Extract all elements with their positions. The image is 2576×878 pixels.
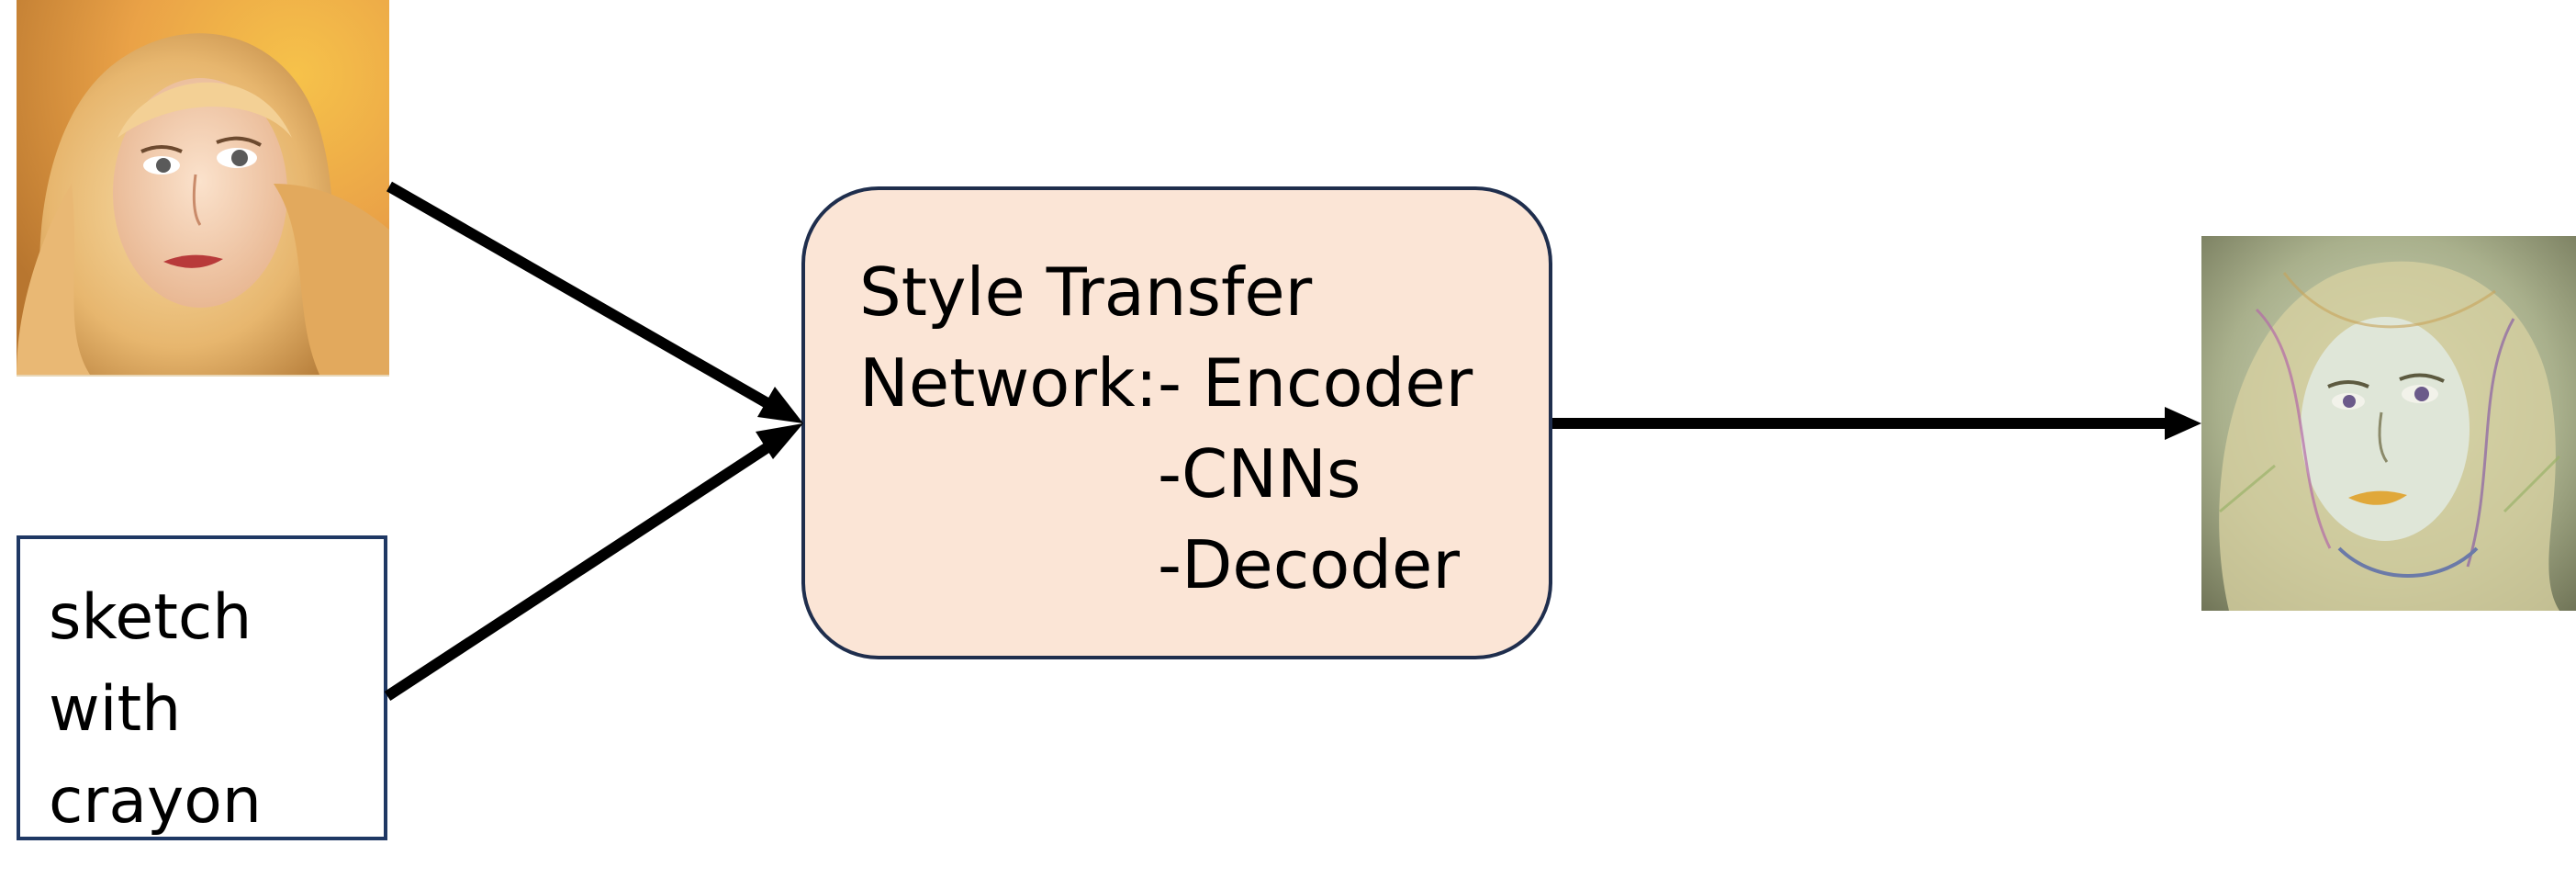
network-component-encoder: - Encoder [1158, 344, 1473, 422]
network-label: Network: [859, 344, 1158, 422]
style-line: crayon [49, 765, 262, 838]
network-component-cnns: -CNNs [1158, 435, 1361, 512]
content-portrait-drawing [17, 0, 389, 375]
network-title: Style Transfer [859, 253, 1313, 331]
network-component-decoder: -Decoder [1158, 526, 1460, 603]
output-stylized-image [2201, 236, 2576, 611]
style-transfer-network-box: Style Transfer Network: - Encoder -CNNs … [801, 186, 1552, 659]
style-input-box: sketch with crayon [17, 535, 387, 840]
style-line: sketch [49, 581, 252, 654]
output-portrait-drawing [2201, 236, 2576, 611]
style-line: with [49, 673, 182, 746]
arrow-content-to-network [386, 181, 803, 423]
arrow-network-to-output [1552, 407, 2201, 440]
content-portrait-image [17, 0, 389, 377]
arrow-style-to-network [384, 423, 803, 702]
